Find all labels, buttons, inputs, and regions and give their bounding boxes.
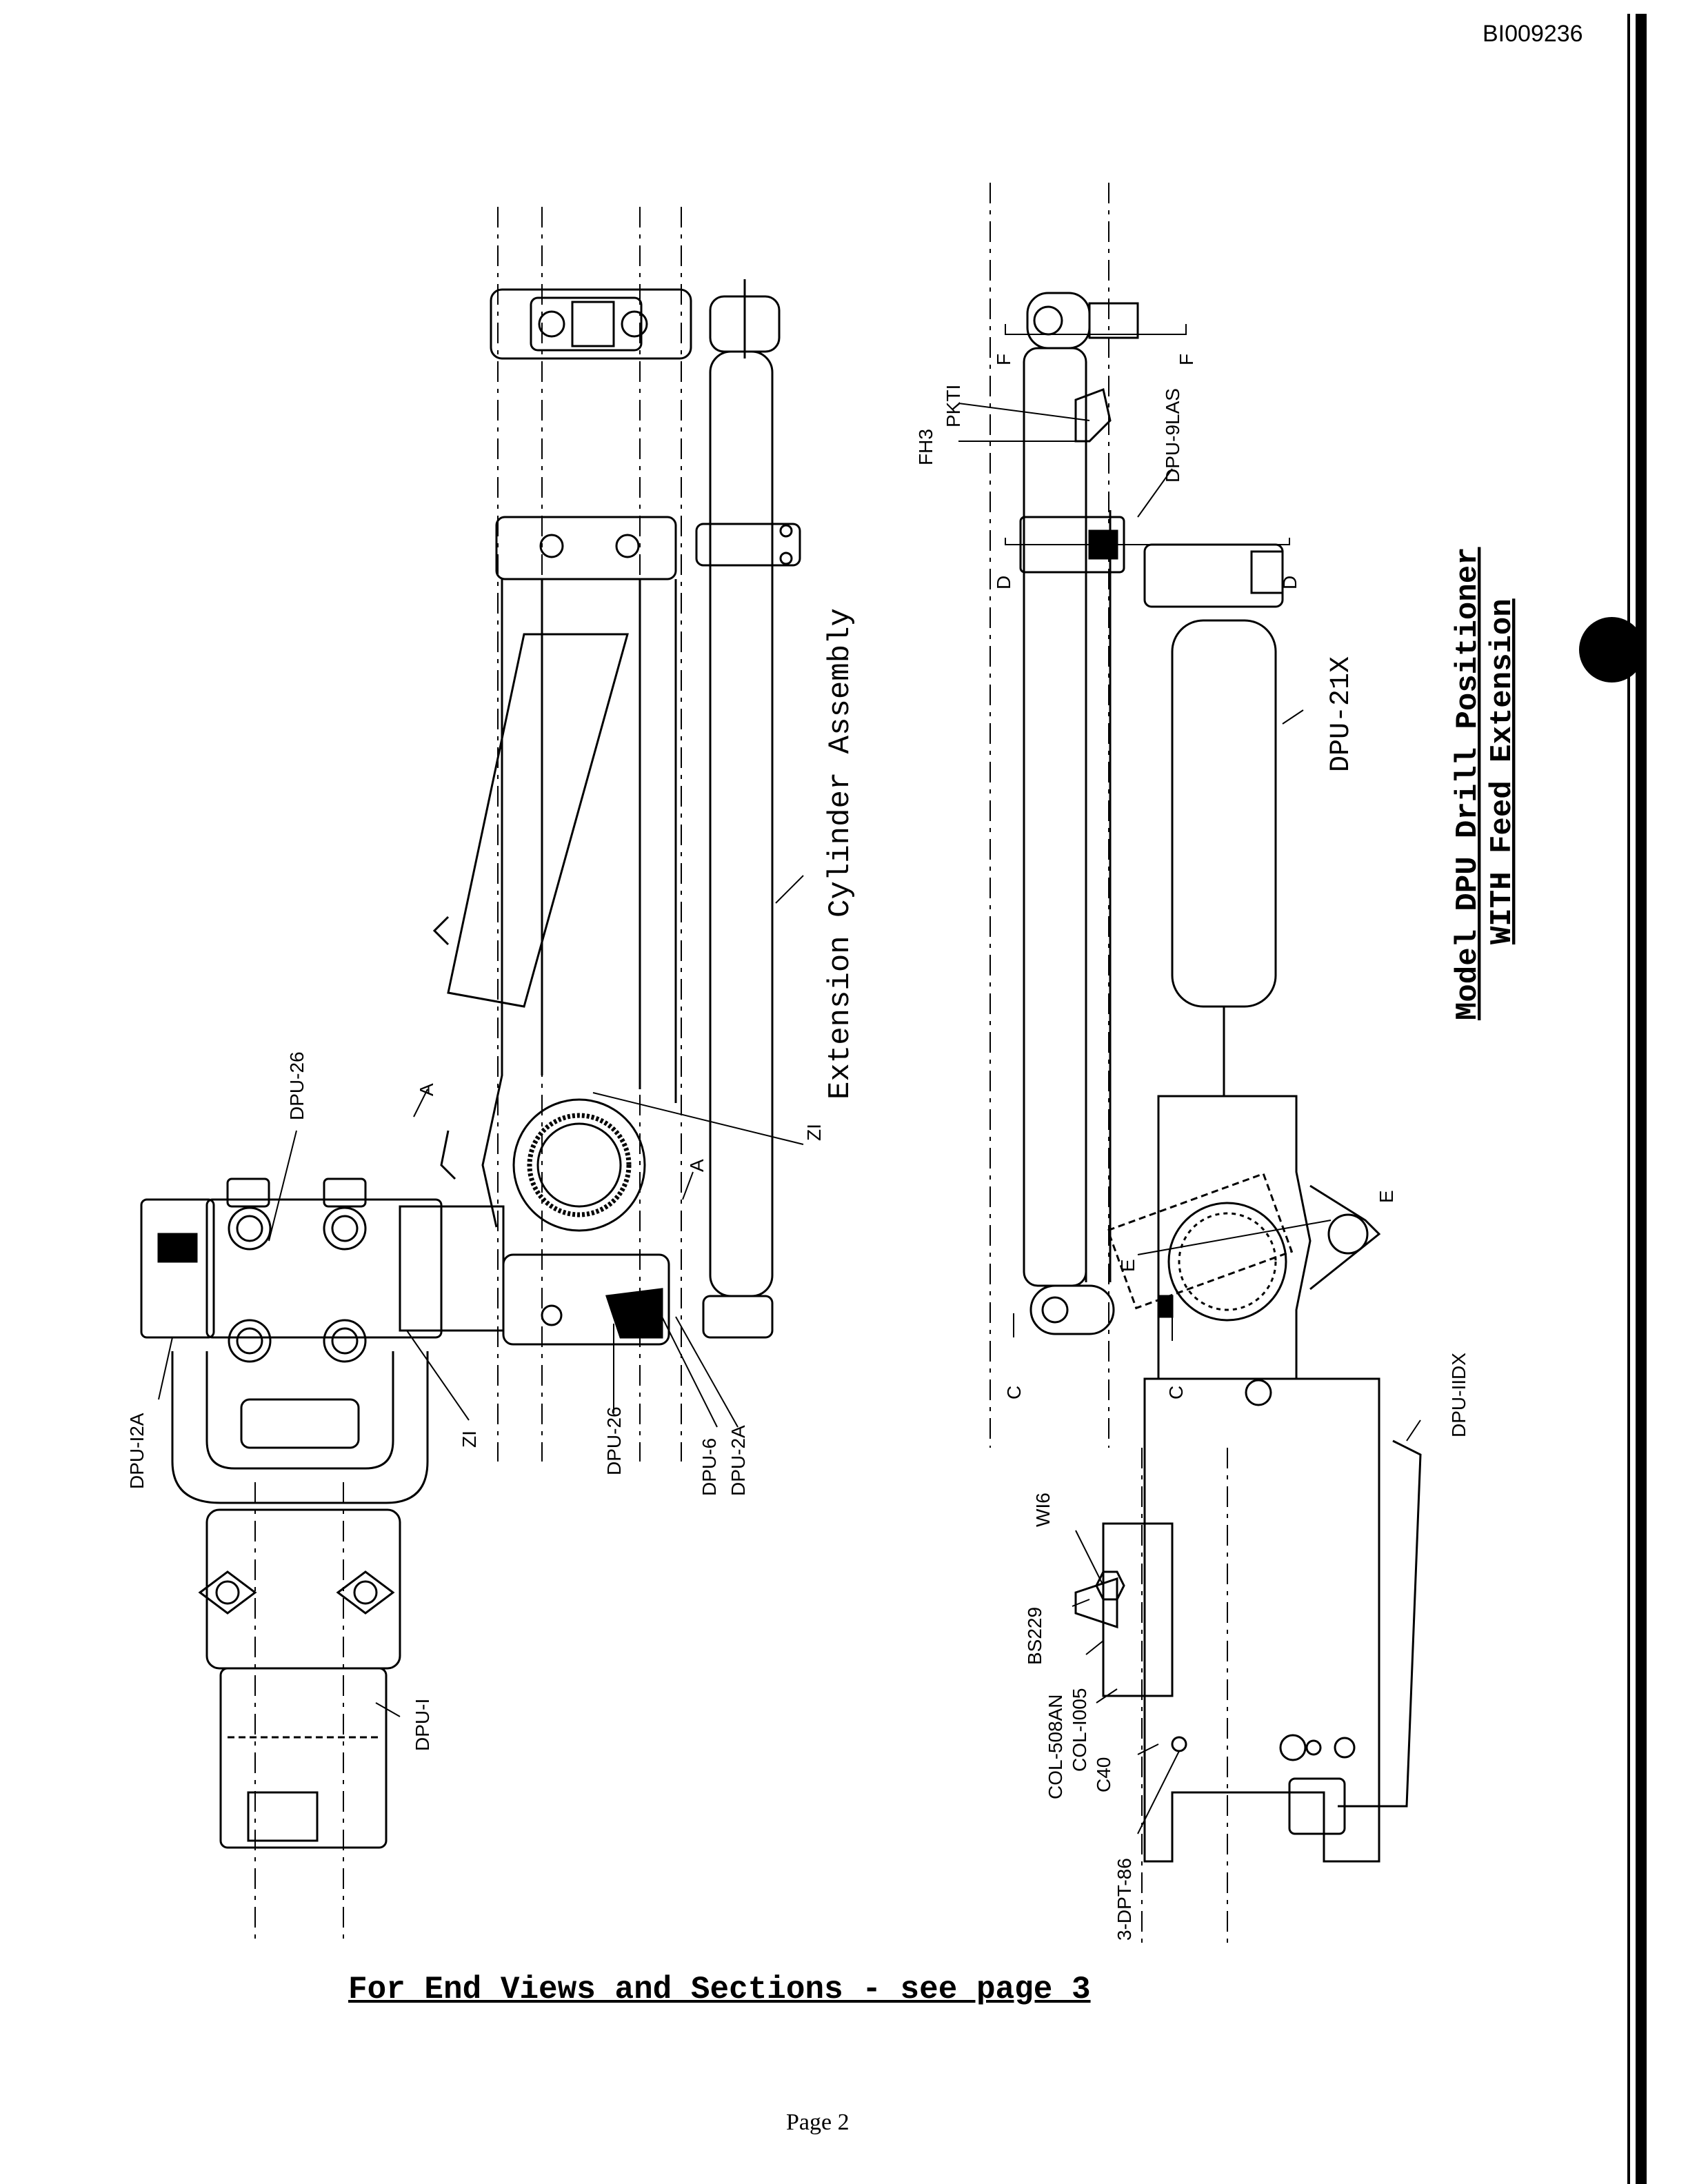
extension-cylinder-tube — [709, 350, 774, 1297]
label-bs229: BS229 — [1024, 1607, 1045, 1665]
top-fitting — [1026, 292, 1091, 350]
page-number: Page 2 — [786, 2110, 850, 2135]
yoke — [171, 1351, 429, 1504]
footer-reference-note: For End Views and Sections - see page 3 — [348, 1972, 1091, 2008]
hole-punch-mark — [1579, 617, 1645, 682]
label-dpu-21x: DPU-21X — [1326, 656, 1357, 772]
tilted-feed-cylinder — [447, 633, 629, 1008]
label-section-d-2: D — [1279, 576, 1300, 589]
top-clamp-block — [490, 288, 692, 360]
label-dpu-11dx: DPU-IIDX — [1448, 1353, 1469, 1437]
link-arm — [1309, 1184, 1381, 1291]
label-w16: WI6 — [1032, 1493, 1054, 1527]
page-title-line-1: Model DPU Drill Positioner — [1451, 547, 1485, 1020]
pkt1-fitting — [1074, 387, 1112, 443]
label-zi-upper: ZI — [803, 1124, 825, 1141]
label-fh3: FH3 — [915, 429, 936, 465]
label-dpu-26-top: DPU-26 — [286, 1051, 308, 1120]
label-section-c-1: C — [1003, 1386, 1025, 1399]
label-section-a-2: A — [686, 1159, 707, 1172]
label-col-1005: COL-I005 — [1069, 1688, 1090, 1772]
label-section-c-2: C — [1165, 1386, 1187, 1399]
binding-edge-line — [1627, 14, 1630, 2184]
label-dpu-26-bottom: DPU-26 — [603, 1406, 625, 1475]
left-leader-lines — [158, 875, 804, 1717]
label-section-f-1: F — [993, 354, 1014, 365]
dpu-11dx-handle — [1338, 1439, 1422, 1808]
page-title-line-2: WITH Feed Extension — [1485, 598, 1520, 944]
document-id: BI009236 — [1483, 21, 1583, 47]
binding-edge-bar — [1636, 14, 1647, 2184]
middle-clamp — [495, 516, 677, 580]
right-rail-centerlines — [989, 183, 1228, 1944]
swivel-bearing — [1167, 1202, 1287, 1322]
end-cap — [140, 1198, 215, 1339]
label-3-dpt-86: 3-DPT-86 — [1114, 1858, 1135, 1941]
label-section-a-1: A — [416, 1083, 437, 1096]
label-col-508an: COL-508AN — [1045, 1694, 1066, 1799]
base-arm — [1143, 1377, 1380, 1863]
base-mount — [205, 1508, 401, 1670]
label-dpu-12a: DPU-I2A — [126, 1413, 148, 1489]
label-section-d-1: D — [993, 576, 1014, 589]
section-cut-lines — [1005, 324, 1332, 1341]
swivel-gear-outer — [512, 1098, 646, 1232]
extension-cylinder-assembly-title: Extension Cylinder Assembly — [823, 608, 858, 1100]
label-section-f-2: F — [1176, 354, 1197, 365]
left-rail-centerlines — [254, 207, 682, 1944]
label-dpu-6: DPU-6 — [699, 1438, 720, 1496]
dpu-21x-body — [1171, 619, 1277, 1008]
right-positioner-view — [989, 183, 1422, 1944]
label-dpu-9las: DPU-9LAS — [1162, 388, 1183, 483]
bolt-housing — [1102, 1522, 1174, 1697]
rail-cylinder — [1023, 347, 1087, 1287]
label-zi-lower: ZI — [459, 1430, 480, 1448]
swivel-head-housing — [205, 1198, 443, 1339]
label-c40: C40 — [1093, 1757, 1114, 1792]
label-section-e-2: E — [1376, 1190, 1397, 1203]
label-dpu-2a: DPU-2A — [727, 1425, 749, 1496]
label-pkt1: PKTI — [943, 385, 964, 427]
base-column — [219, 1667, 388, 1849]
right-leader-lines — [958, 403, 1421, 1834]
left-assembly-view — [140, 207, 801, 1944]
label-section-e-1: E — [1117, 1259, 1138, 1272]
lower-clevis — [1029, 1284, 1115, 1335]
label-dpu-1: DPU-I — [412, 1699, 433, 1751]
